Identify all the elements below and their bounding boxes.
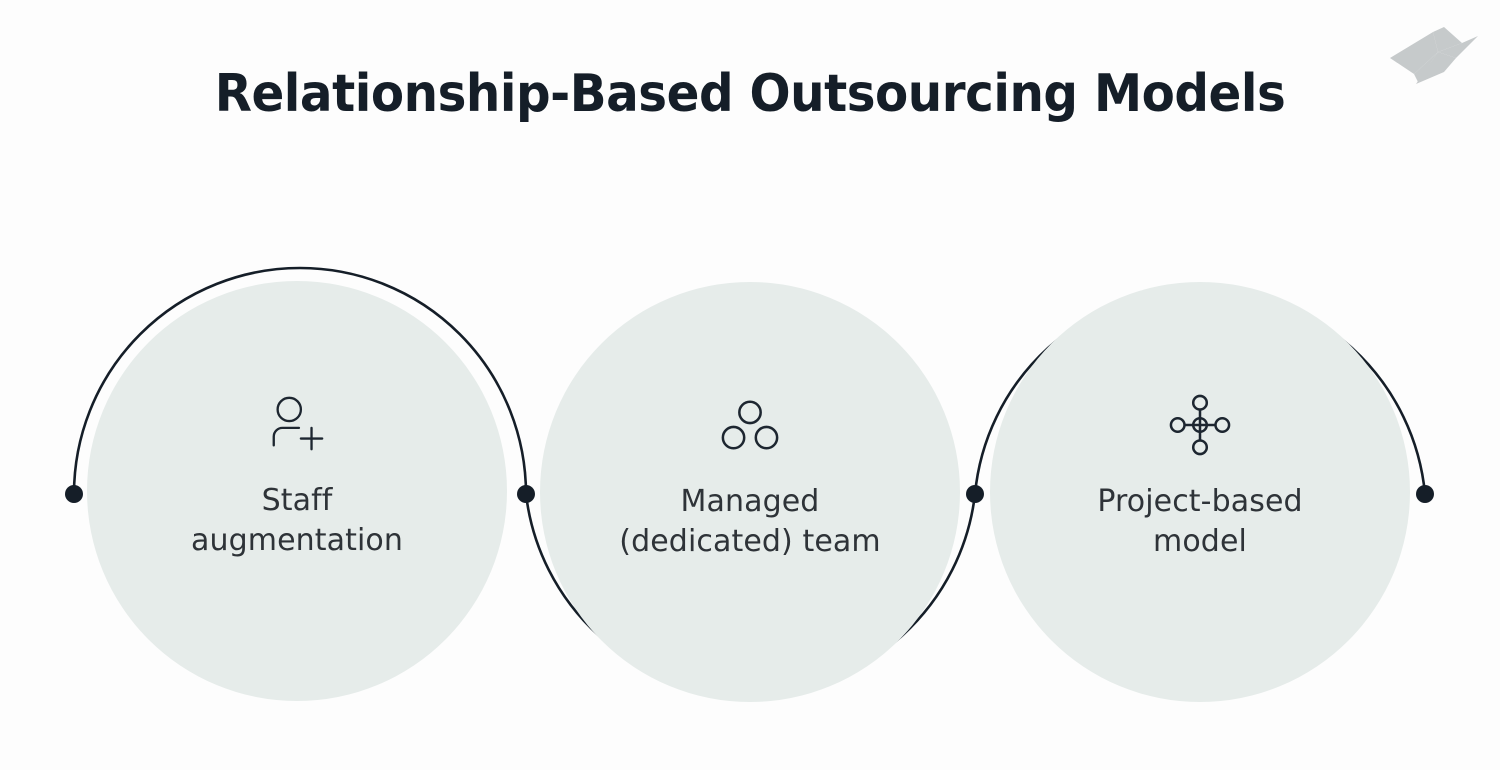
three-people-group-icon [721, 400, 779, 450]
node-staff-augmentation[interactable]: Staff augmentation [87, 281, 507, 701]
node-label-line: augmentation [191, 522, 403, 558]
connector-dot-end [1416, 485, 1434, 503]
connector-dot-2 [966, 485, 984, 503]
connector-dot-1 [517, 485, 535, 503]
node-label-line: Managed [680, 484, 820, 519]
node-project-based-model[interactable]: Project-based model [990, 282, 1410, 702]
network-hub-icon [1169, 394, 1231, 456]
origami-bird-logo [1386, 16, 1482, 88]
node-label-line: Staff [261, 483, 333, 518]
connector-dot-start [65, 485, 83, 503]
node-label-project-based-model: Project-based model [1097, 482, 1302, 562]
person-plus-icon [272, 396, 324, 451]
node-label-staff-augmentation: Staff augmentation [191, 481, 403, 561]
node-label-line: (dedicated) team [619, 523, 881, 559]
node-label-line: model [1153, 523, 1247, 559]
node-label-managed-dedicated-team: Managed (dedicated) team [619, 482, 880, 562]
page-title: Relationship-Based Outsourcing Models [214, 64, 1286, 124]
node-label-line: Project-based [1097, 484, 1303, 519]
node-managed-dedicated-team[interactable]: Managed (dedicated) team [540, 282, 960, 702]
